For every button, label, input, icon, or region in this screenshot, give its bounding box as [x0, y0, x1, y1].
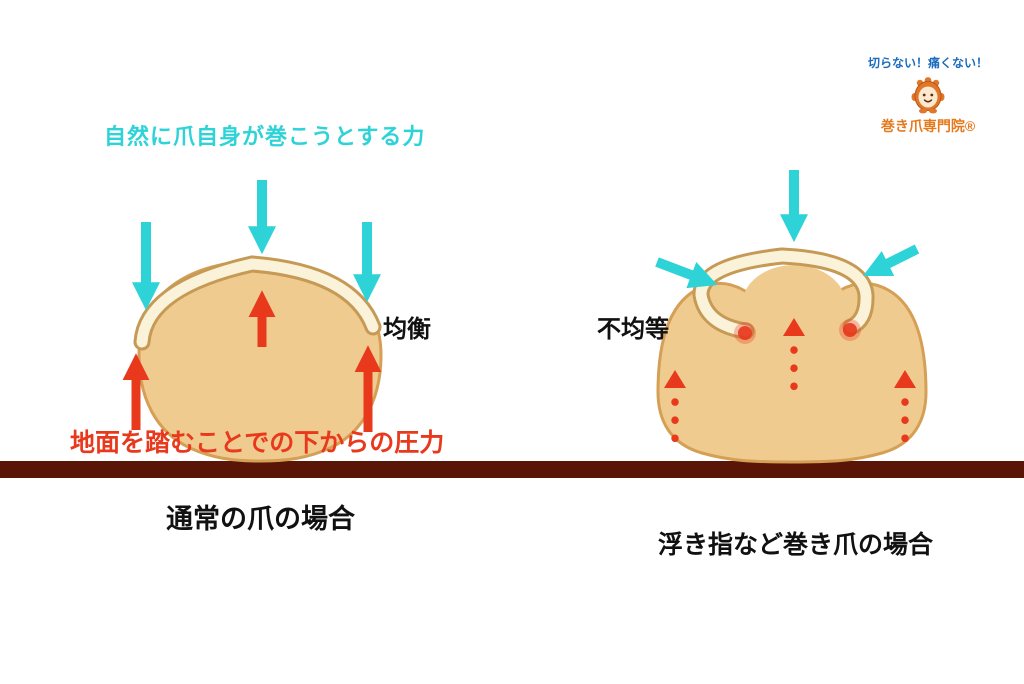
ground-pressure-label: 地面を踏むことでの下からの圧力	[70, 429, 445, 457]
normal-nail	[133, 255, 382, 351]
normal-nail-caption: 通常の爪の場合	[166, 504, 355, 534]
cyan-down-arrows	[132, 180, 381, 311]
curled-nail	[692, 247, 875, 340]
pressure-point	[843, 323, 857, 337]
mascot-icon	[911, 77, 945, 114]
curl-force-arrow	[862, 244, 920, 277]
weak-pressure-arrowhead	[783, 318, 805, 336]
curled-nail-caption: 浮き指など巻き爪の場合	[658, 531, 934, 559]
normal-toe-diagram	[122, 180, 383, 463]
ground-bar	[0, 461, 1024, 478]
red-up-arrows	[122, 290, 382, 432]
weak-pressure-arrowhead	[664, 370, 686, 388]
toe-mound	[742, 265, 846, 345]
clinic-logo: 切らない！痛くない！ 巻き爪専門院®	[860, 54, 996, 136]
unequal-label: 不均等	[597, 316, 669, 343]
curl-force-arrow	[655, 257, 718, 289]
logo-tagline: 切らない！痛くない！	[867, 56, 988, 70]
weak-pressure-arrowhead	[894, 370, 916, 388]
weak-pressure-arrows	[664, 318, 916, 454]
cyan-arrows-right	[655, 170, 920, 289]
pressure-points	[734, 319, 861, 344]
balance-label: 均衡	[383, 316, 431, 343]
logo-brand: 巻き爪専門院®	[880, 118, 976, 134]
curled-toe-diagram	[655, 170, 928, 464]
pressure-point	[738, 326, 752, 340]
natural-curl-force-label: 自然に爪自身が巻こうとする力	[104, 124, 426, 149]
